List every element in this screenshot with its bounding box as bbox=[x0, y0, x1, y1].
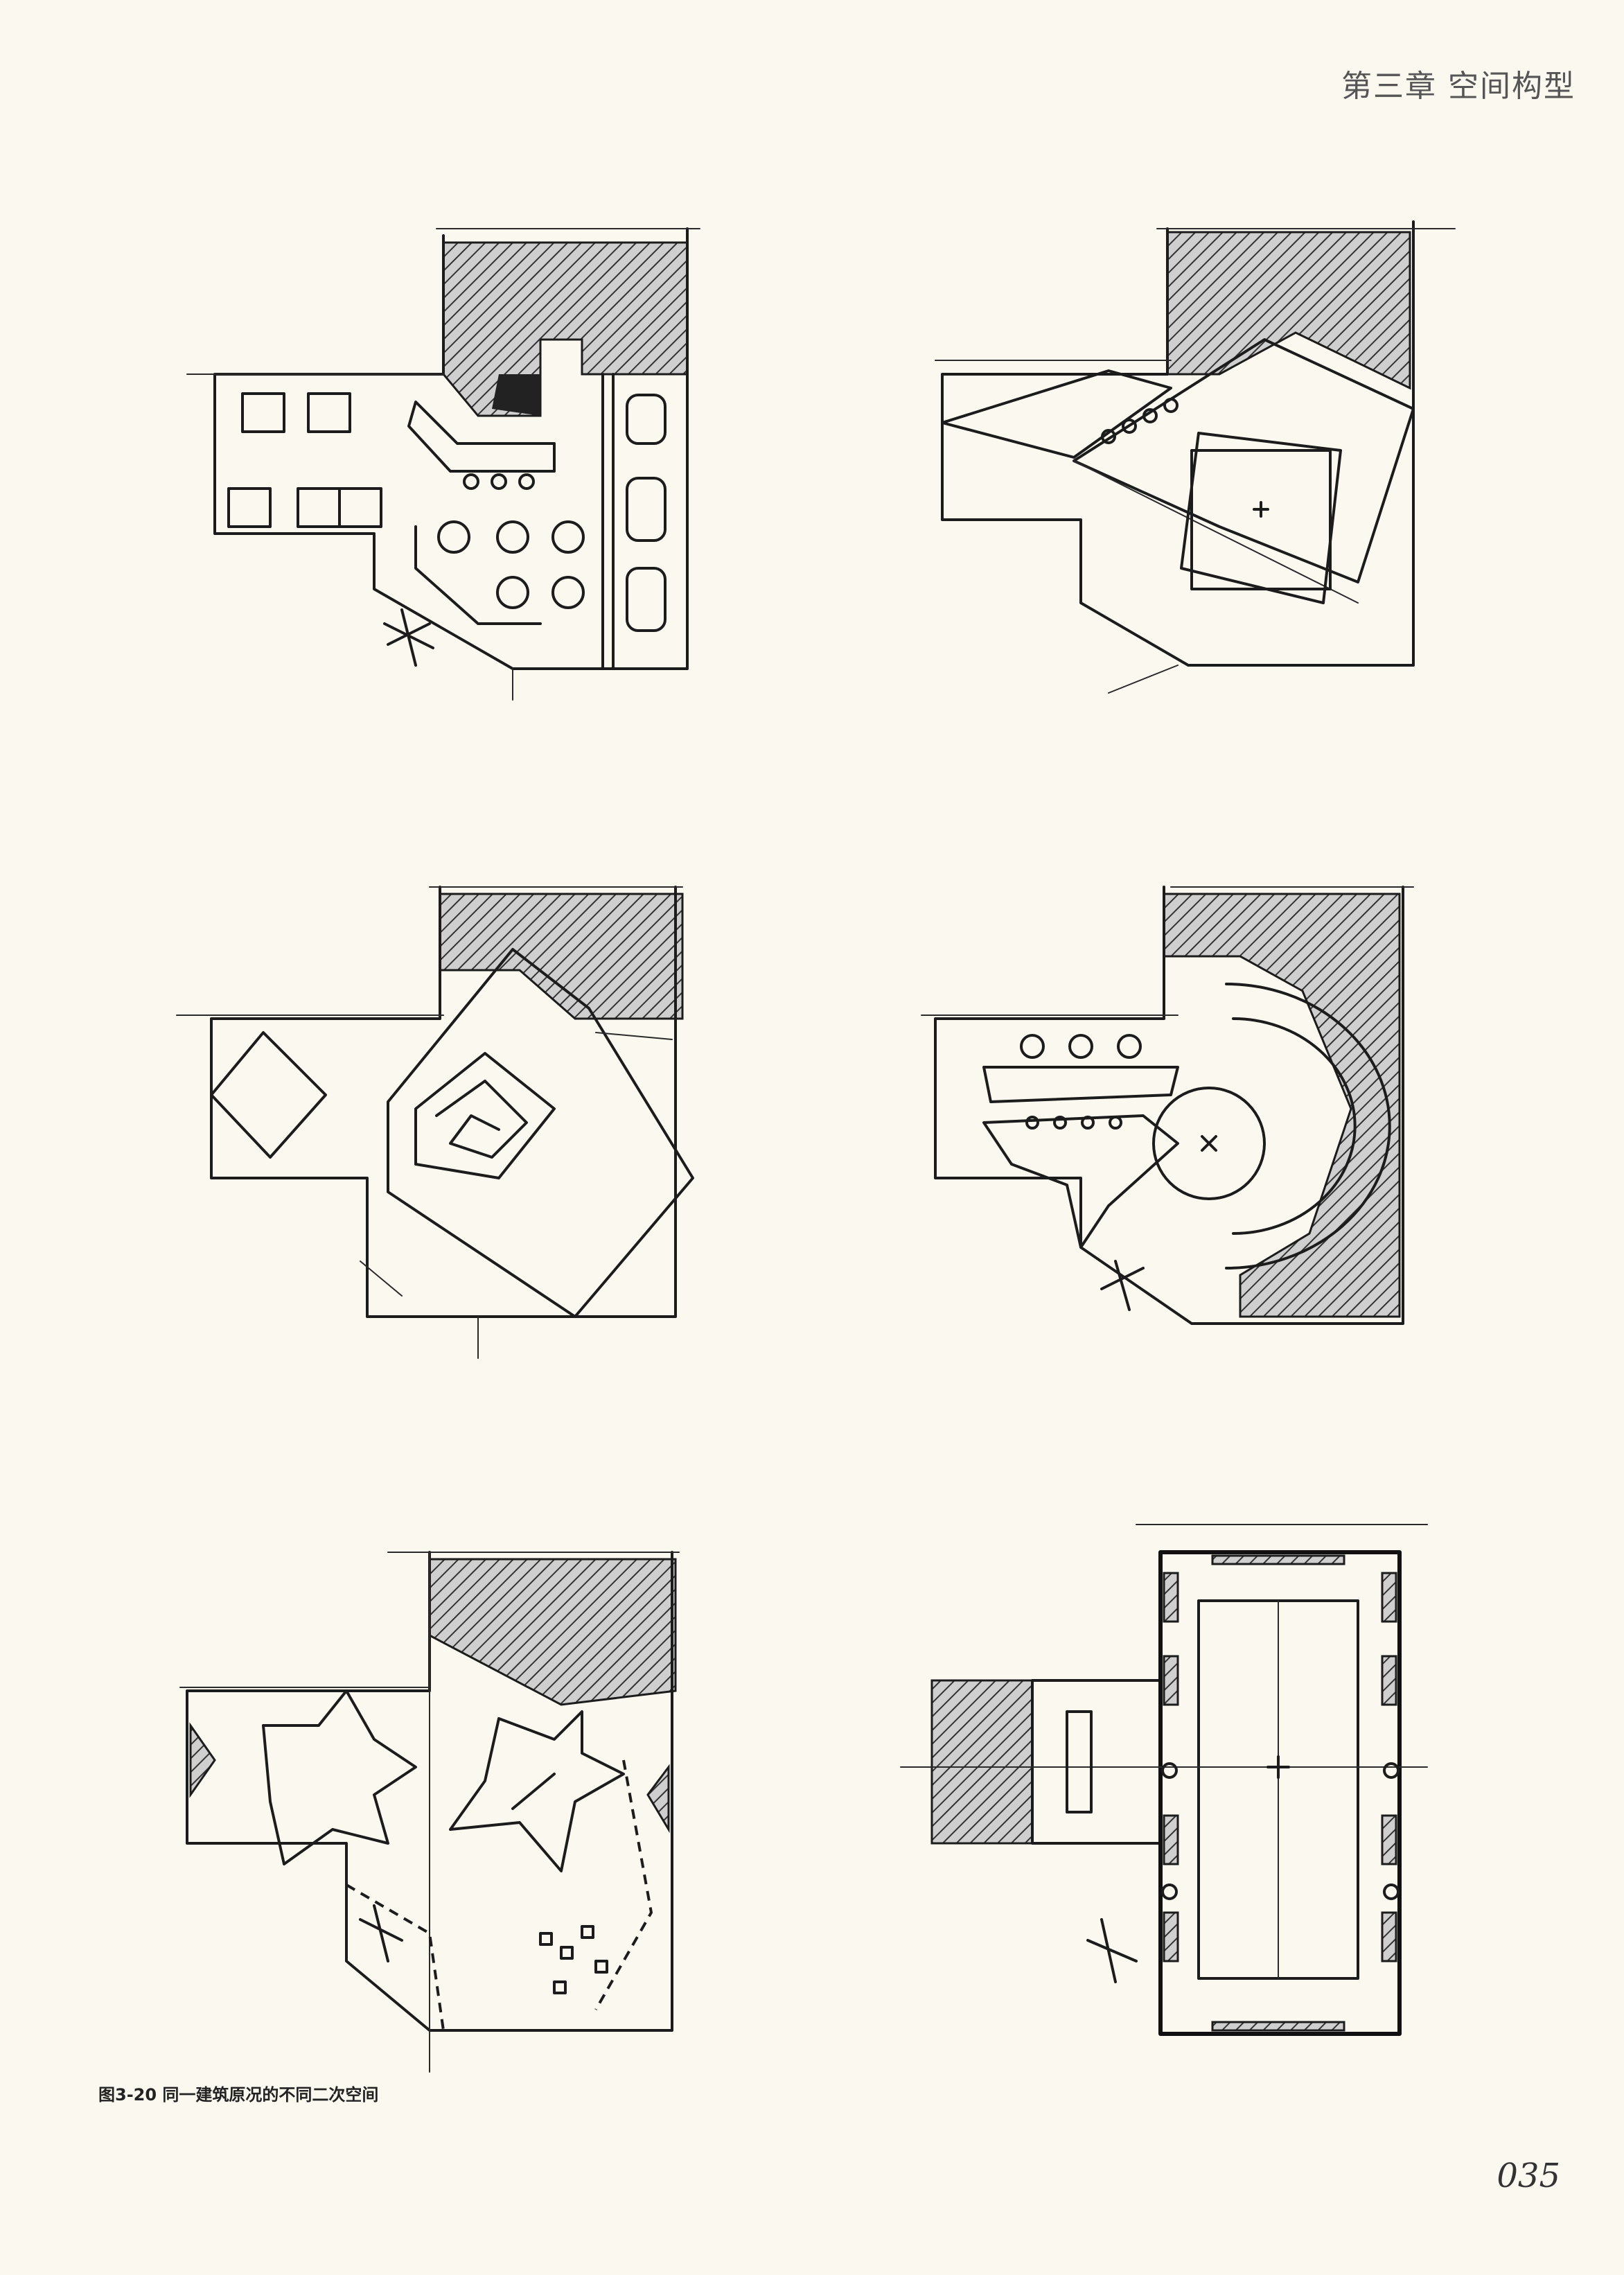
figure-caption: 图3-20 同一建筑原况的不同二次空间 bbox=[98, 2085, 379, 2105]
floor-plan-sketch-3 bbox=[176, 886, 694, 1359]
floor-plan-sketch-6 bbox=[900, 1524, 1428, 2036]
floor-plan-sketch-2 bbox=[935, 220, 1456, 694]
floor-plan-sketch-5 bbox=[179, 1551, 680, 2073]
floor-plan-sketch-1 bbox=[186, 227, 700, 701]
page-number: 035 bbox=[1497, 2157, 1560, 2195]
chapter-header: 第三章 空间构型 bbox=[1341, 69, 1576, 104]
floor-plan-sketch-4 bbox=[921, 886, 1414, 1325]
